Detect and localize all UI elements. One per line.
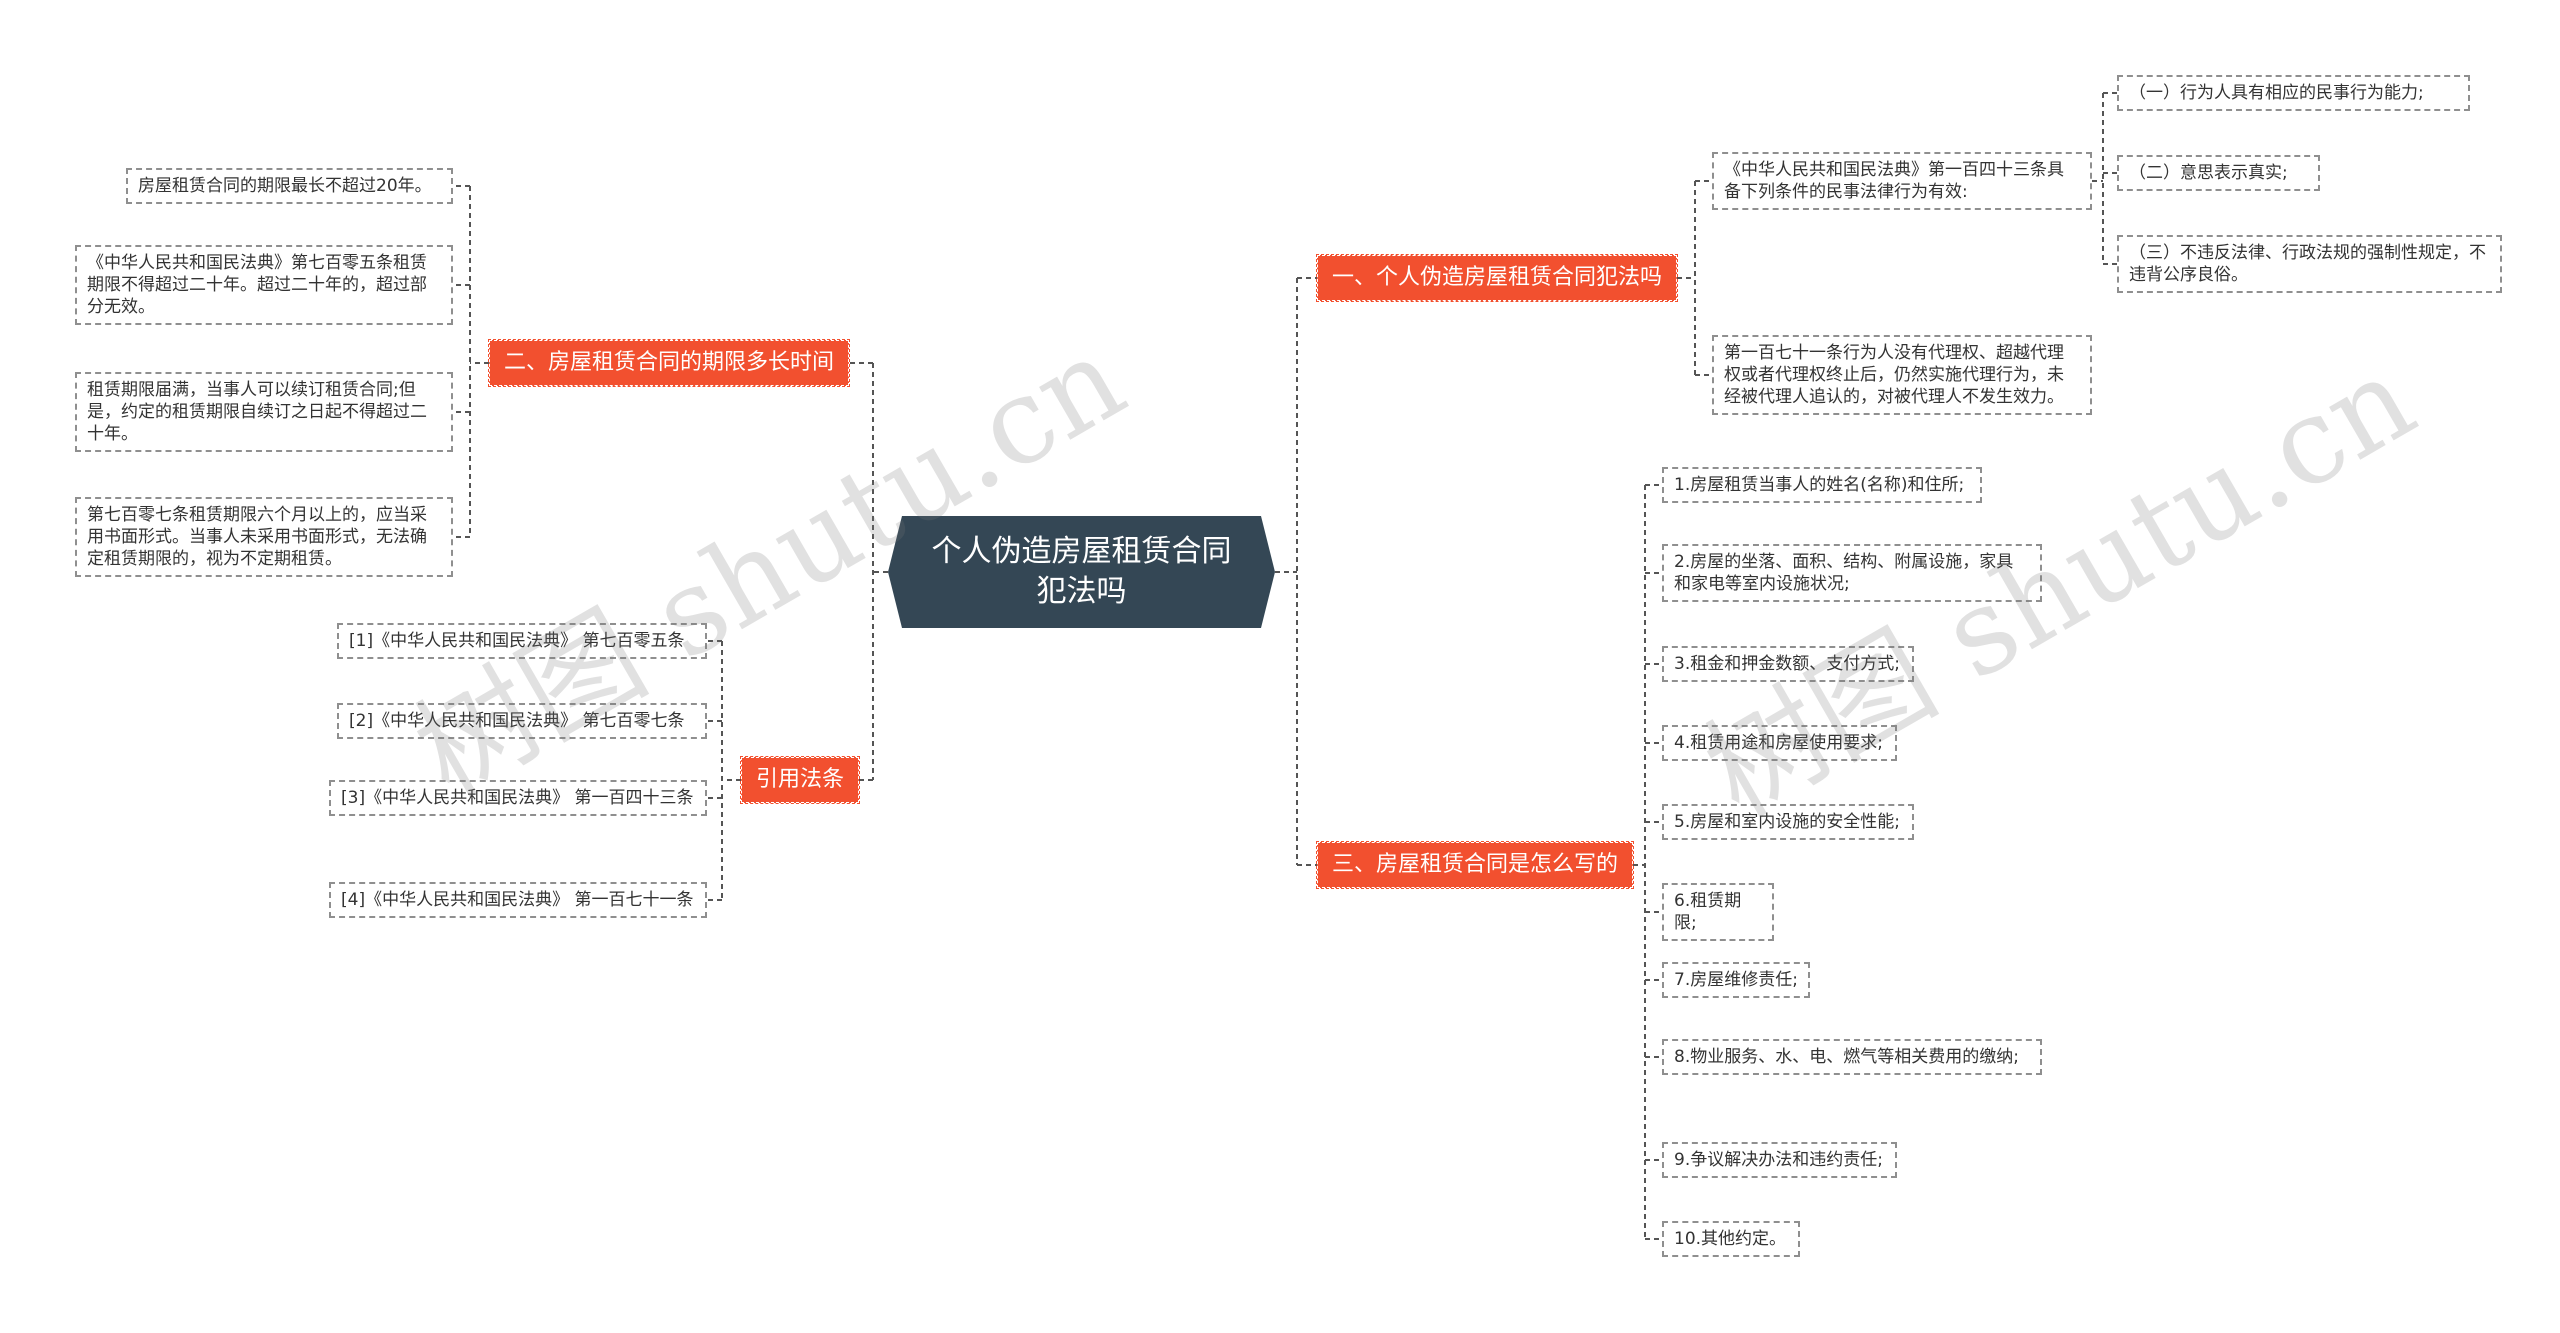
leaf-text: 6.租赁期限;: [1674, 891, 1742, 933]
leaf-item-4[interactable]: 4.租赁用途和房屋使用要求;: [1662, 725, 1897, 761]
leaf-max-20-years[interactable]: 房屋租赁合同的期限最长不超过20年。: [126, 168, 453, 204]
leaf-text: 8.物业服务、水、电、燃气等相关费用的缴纳;: [1674, 1047, 2019, 1067]
leaf-text: 《中华人民共和国民法典》第七百零五条租赁期限不得超过二十年。超过二十年的，超过部…: [87, 253, 427, 317]
leaf-text: 9.争议解决办法和违约责任;: [1674, 1150, 1883, 1170]
leaf-condition-3[interactable]: （三）不违反法律、行政法规的强制性规定，不违背公序良俗。: [2117, 235, 2502, 293]
root-topic-label: 个人伪造房屋租赁合同犯法吗: [931, 534, 1232, 609]
leaf-text: 房屋租赁合同的期限最长不超过20年。: [138, 176, 432, 196]
leaf-text: 10.其他约定。: [1674, 1229, 1787, 1249]
branch-legality-label: 一、个人伪造房屋租赁合同犯法吗: [1332, 265, 1663, 290]
branch-cited-laws[interactable]: 引用法条: [739, 756, 861, 804]
leaf-text: [2]《中华人民共和国民法典》 第七百零七条: [349, 711, 685, 731]
root-topic[interactable]: 个人伪造房屋租赁合同犯法吗: [888, 516, 1275, 628]
leaf-citation-3[interactable]: [3]《中华人民共和国民法典》 第一百四十三条: [329, 780, 707, 816]
leaf-item-3[interactable]: 3.租金和押金数额、支付方式;: [1662, 646, 1914, 682]
leaf-citation-4[interactable]: [4]《中华人民共和国民法典》 第一百七十一条: [329, 882, 707, 918]
leaf-text: 第七百零七条租赁期限六个月以上的，应当采用书面形式。当事人未采用书面形式，无法确…: [87, 505, 427, 569]
leaf-civil-code-705[interactable]: 《中华人民共和国民法典》第七百零五条租赁期限不得超过二十年。超过二十年的，超过部…: [75, 245, 453, 325]
leaf-text: 租赁期限届满，当事人可以续订租赁合同;但是，约定的租赁期限自续订之日起不得超过二…: [87, 380, 427, 444]
leaf-text: [3]《中华人民共和国民法典》 第一百四十三条: [341, 788, 694, 808]
leaf-item-10[interactable]: 10.其他约定。: [1662, 1221, 1800, 1257]
branch-how-to-write-label: 三、房屋租赁合同是怎么写的: [1332, 852, 1619, 877]
leaf-text: （一）行为人具有相应的民事行为能力;: [2129, 83, 2424, 103]
branch-lease-term[interactable]: 二、房屋租赁合同的期限多长时间: [487, 339, 851, 387]
leaf-text: [4]《中华人民共和国民法典》 第一百七十一条: [341, 890, 694, 910]
leaf-item-9[interactable]: 9.争议解决办法和违约责任;: [1662, 1142, 1897, 1178]
leaf-citation-1[interactable]: [1]《中华人民共和国民法典》 第七百零五条: [337, 623, 707, 659]
leaf-citation-2[interactable]: [2]《中华人民共和国民法典》 第七百零七条: [337, 703, 707, 739]
leaf-condition-1[interactable]: （一）行为人具有相应的民事行为能力;: [2117, 75, 2470, 111]
leaf-item-5[interactable]: 5.房屋和室内设施的安全性能;: [1662, 804, 1914, 840]
leaf-item-8[interactable]: 8.物业服务、水、电、燃气等相关费用的缴纳;: [1662, 1039, 2042, 1075]
leaf-text: 7.房屋维修责任;: [1674, 970, 1798, 990]
leaf-text: 《中华人民共和国民法典》第一百四十三条具备下列条件的民事法律行为有效:: [1724, 160, 2064, 202]
leaf-text: （三）不违反法律、行政法规的强制性规定，不违背公序良俗。: [2129, 243, 2486, 285]
leaf-item-1[interactable]: 1.房屋租赁当事人的姓名(名称)和住所;: [1662, 467, 1982, 503]
leaf-civil-code-707[interactable]: 第七百零七条租赁期限六个月以上的，应当采用书面形式。当事人未采用书面形式，无法确…: [75, 497, 453, 577]
leaf-renewal[interactable]: 租赁期限届满，当事人可以续订租赁合同;但是，约定的租赁期限自续订之日起不得超过二…: [75, 372, 453, 452]
leaf-text: 4.租赁用途和房屋使用要求;: [1674, 733, 1883, 753]
leaf-item-6[interactable]: 6.租赁期限;: [1662, 883, 1774, 941]
branch-lease-term-label: 二、房屋租赁合同的期限多长时间: [504, 350, 835, 375]
leaf-condition-2[interactable]: （二）意思表示真实;: [2117, 155, 2320, 191]
leaf-civil-code-171[interactable]: 第一百七十一条行为人没有代理权、超越代理权或者代理权终止后，仍然实施代理行为，未…: [1712, 335, 2092, 415]
leaf-item-7[interactable]: 7.房屋维修责任;: [1662, 962, 1810, 998]
leaf-civil-code-143[interactable]: 《中华人民共和国民法典》第一百四十三条具备下列条件的民事法律行为有效:: [1712, 152, 2092, 210]
leaf-text: 2.房屋的坐落、面积、结构、附属设施，家具和家电等室内设施状况;: [1674, 552, 2014, 594]
leaf-text: 第一百七十一条行为人没有代理权、超越代理权或者代理权终止后，仍然实施代理行为，未…: [1724, 343, 2064, 407]
branch-cited-laws-label: 引用法条: [756, 767, 845, 792]
leaf-text: 3.租金和押金数额、支付方式;: [1674, 654, 1900, 674]
branch-how-to-write[interactable]: 三、房屋租赁合同是怎么写的: [1315, 841, 1635, 889]
branch-legality[interactable]: 一、个人伪造房屋租赁合同犯法吗: [1315, 254, 1679, 302]
leaf-text: （二）意思表示真实;: [2129, 163, 2288, 183]
leaf-text: [1]《中华人民共和国民法典》 第七百零五条: [349, 631, 685, 651]
leaf-item-2[interactable]: 2.房屋的坐落、面积、结构、附属设施，家具和家电等室内设施状况;: [1662, 544, 2042, 602]
leaf-text: 1.房屋租赁当事人的姓名(名称)和住所;: [1674, 475, 1965, 495]
leaf-text: 5.房屋和室内设施的安全性能;: [1674, 812, 1900, 832]
